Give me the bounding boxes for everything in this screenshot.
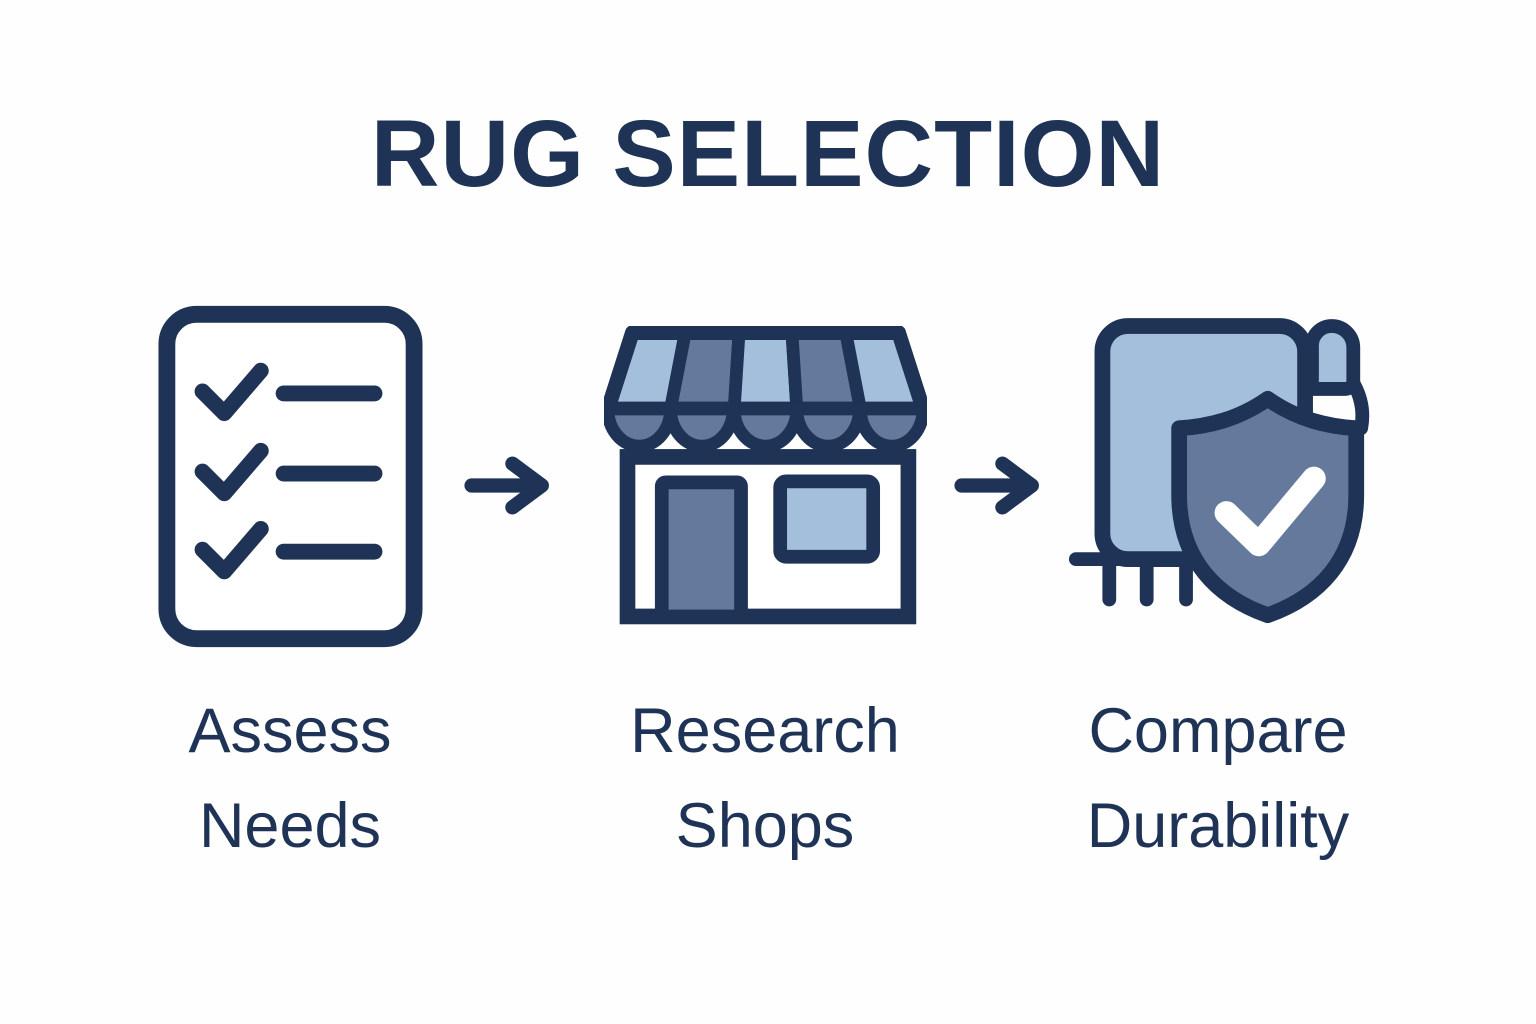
step-research-shops: Research Shops <box>565 300 965 873</box>
storefront-icon-svg <box>603 326 927 625</box>
arrow-right-icon-svg <box>464 456 549 515</box>
step-label-compare-durability: Compare Durability <box>1086 696 1350 861</box>
rug-shield-icon-svg <box>1068 317 1369 623</box>
storefront-icon <box>603 300 927 652</box>
step-label-assess-needs: Assess Needs <box>188 696 392 861</box>
rug-shield-icon <box>1066 300 1371 652</box>
step-label-research-shops: Research Shops <box>630 696 900 861</box>
step-assess-needs: Assess Needs <box>90 300 490 873</box>
arrow-right-icon <box>463 455 558 516</box>
checklist-icon-svg <box>157 305 423 647</box>
arrow-right-icon <box>953 455 1048 516</box>
checklist-icon <box>157 300 424 652</box>
check-icon <box>1214 466 1326 556</box>
arrow-right-icon-svg <box>954 456 1039 515</box>
step-compare-durability: Compare Durability <box>1018 300 1418 873</box>
page-title: RUG SELECTION <box>370 101 1166 207</box>
